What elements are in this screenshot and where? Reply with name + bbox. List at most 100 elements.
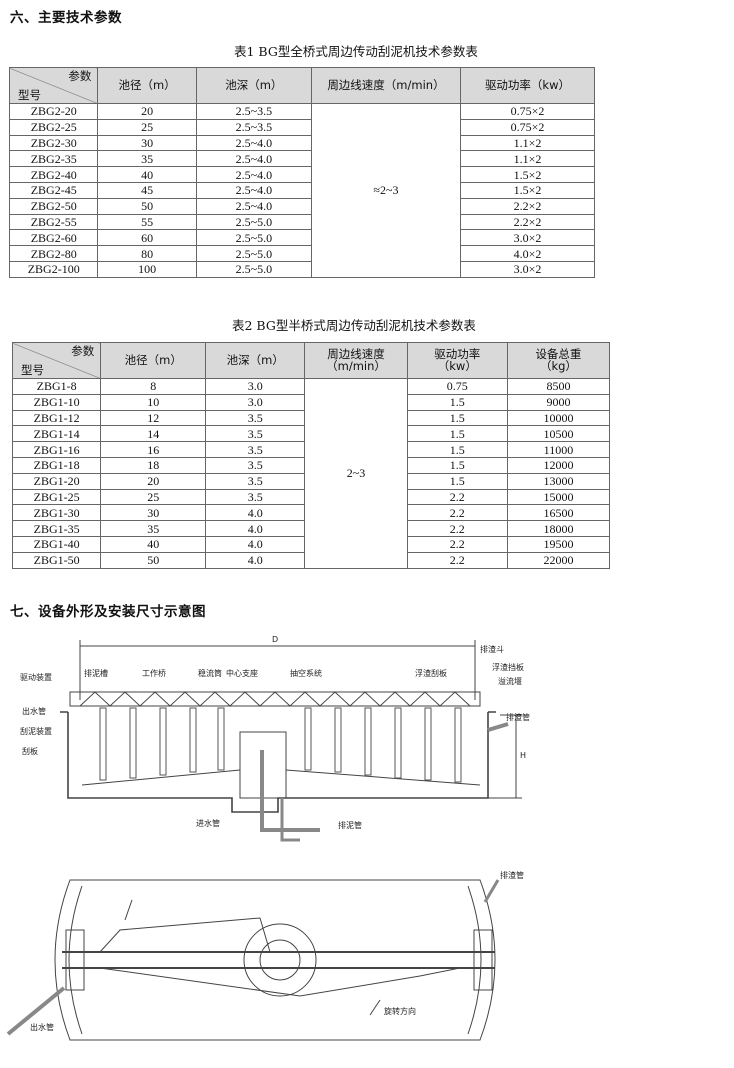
table1-cell: 0.75×2 (459, 118, 596, 136)
elevation-labels: D H 驱动装置 排泥槽 工作桥 稳流筒 中心支座 抽空系统 浮渣刮板 排渣斗 … (20, 635, 530, 830)
plan-view (6, 879, 500, 1041)
table2-cell: 1.5 (406, 456, 508, 474)
table1-cell: 0.75×2 (459, 103, 596, 120)
table2-cell: ZBG1-14 (11, 425, 102, 443)
label-scum-board: 浮渣刮板 (415, 668, 447, 678)
table2-cell: 2.2 (406, 520, 508, 537)
label-sludge-tank: 排泥槽 (84, 668, 108, 678)
outlet-pipe-plan (6, 986, 66, 1036)
label-sludge-pipe: 排泥管 (338, 820, 362, 830)
label-scum-hopper: 排渣斗 (480, 644, 504, 654)
table1-caption: 表1 BG型全桥式周边传动刮泥机技术参数表 (234, 44, 478, 59)
label-scraper: 刮板 (22, 746, 38, 756)
scraper-arm-right (285, 769, 481, 786)
table1-cell: 35 (97, 150, 197, 168)
table2-cell: 4.0 (205, 520, 306, 537)
table2-header-diameter: 池径（m） (100, 342, 207, 379)
corner-model-label: 型号 (21, 362, 44, 377)
table2-cell: ZBG1-18 (11, 456, 102, 474)
table2-cell: ZBG1-35 (11, 520, 102, 537)
table2-cell: 30 (100, 504, 207, 522)
table1-spec: 参数 型号 池径（m） 池深（m） 周边线速度（m/min） 驱动功率（kw） … (8, 67, 596, 278)
table2-cell: 10500 (506, 425, 611, 443)
header-text: 设备总重 (535, 347, 582, 361)
elevation-view (60, 640, 522, 842)
header-subtext: （kg） (539, 358, 577, 373)
table2-cell: 2.2 (406, 535, 508, 553)
table1-cell: ZBG2-55 (8, 213, 99, 231)
rotation-arrow-1 (124, 899, 133, 921)
table1-cell: 2.5~4.0 (195, 181, 312, 199)
center-well (243, 923, 317, 997)
table2-cell: 50 (100, 551, 207, 569)
table1-cell: 2.5~4.0 (195, 134, 312, 152)
table2-cell: 18 (100, 456, 207, 474)
table1-cell: ZBG2-35 (8, 150, 99, 168)
table1-cell: 80 (97, 245, 197, 262)
table2-cell: 2.2 (406, 504, 508, 522)
table2-cell: 3.5 (205, 425, 306, 443)
table2-cell: 9000 (506, 393, 611, 411)
table1-cell: 2.5~4.0 (195, 150, 312, 168)
table1-cell: 2.5~4.0 (195, 197, 312, 215)
corner-param-label: 参数 (71, 344, 95, 358)
table2-header-depth: 池深（m） (205, 342, 306, 379)
table2-cell: ZBG1-12 (11, 409, 102, 427)
table2-cell: 14 (100, 425, 207, 443)
table1-header-speed: 周边线速度（m/min） (310, 67, 461, 104)
table2-corner: 参数 型号 (11, 342, 102, 379)
table2-cell: 3.5 (205, 456, 306, 474)
corner-model-label: 型号 (18, 87, 41, 102)
table2-cell: 4.0 (205, 535, 306, 553)
header-text: 池径（m） (124, 352, 182, 367)
table2-cell: ZBG1-16 (11, 441, 102, 458)
table1-cell: ZBG2-80 (8, 245, 99, 262)
table2-cell: 3.5 (205, 409, 306, 427)
table2-cell: ZBG1-50 (11, 551, 102, 569)
scraper-arm-left (81, 769, 241, 786)
table1-cell: ZBG2-20 (8, 103, 99, 120)
table2-cell: 16500 (506, 504, 611, 522)
header-subtext: （kw） (437, 358, 477, 373)
table2-cell: ZBG1-30 (11, 504, 102, 522)
table1-cell: 40 (97, 166, 197, 183)
table1-cell: 4.0×2 (459, 245, 596, 262)
table1-cell: ZBG2-25 (8, 118, 99, 136)
table2-cell: ZBG1-10 (11, 393, 102, 411)
table2-cell: 3.5 (205, 488, 306, 506)
table1-cell: 2.5~5.0 (195, 213, 312, 231)
table1-cell: 2.5~4.0 (195, 166, 312, 183)
tank-wall (67, 712, 489, 813)
label-scraper-device: 刮泥装置 (20, 726, 52, 736)
table2-cell: 18000 (506, 520, 611, 537)
table1-cell: 1.1×2 (459, 134, 596, 152)
table1-header-diameter: 池径（m） (97, 67, 197, 104)
label-outlet: 出水管 (22, 706, 46, 716)
section-heading-drawing: 七、设备外形及安装尺寸示意图 (10, 604, 206, 620)
table2-cell: 13000 (506, 472, 611, 490)
clarifier-drawing: D H 驱动装置 排泥槽 工作桥 稳流筒 中心支座 抽空系统 浮渣刮板 排渣斗 … (6, 635, 530, 1041)
table2-cell: 11000 (506, 441, 611, 458)
dim-d-label: D (272, 635, 278, 644)
outlet-pipe (487, 722, 509, 732)
table2-cell: 0.75 (406, 378, 508, 395)
table1-cell: 30 (97, 134, 197, 152)
table2-cell: 8 (100, 378, 207, 395)
rotation-arrow-2 (369, 999, 381, 1016)
label-plan-outlet: 出水管 (30, 1022, 54, 1032)
table2-header-weight: 设备总重（kg） (506, 342, 611, 379)
table2-cell: 10 (100, 393, 207, 411)
table2-cell: 22000 (506, 551, 611, 569)
drive-unit-right (473, 929, 493, 991)
table2-cell: ZBG1-40 (11, 535, 102, 553)
